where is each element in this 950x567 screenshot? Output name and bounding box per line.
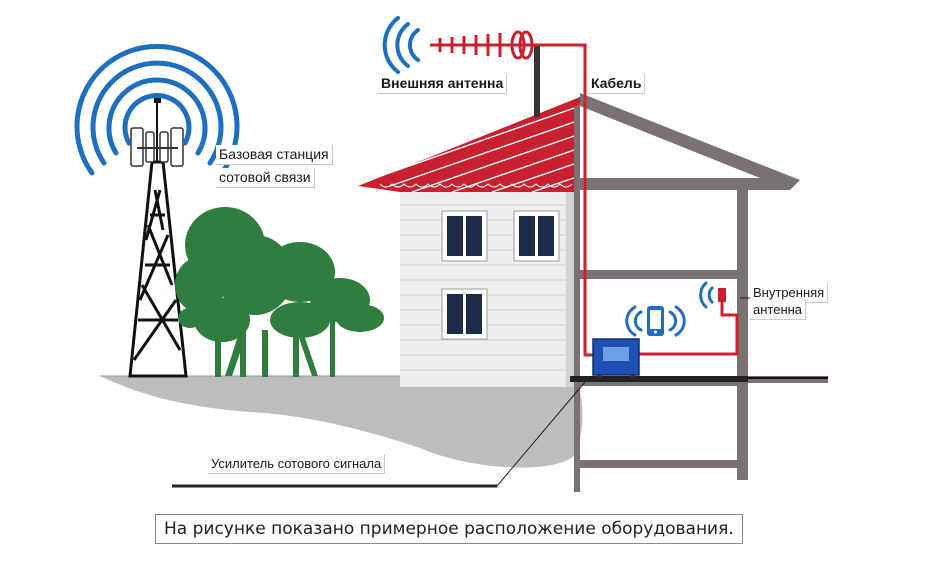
- internal-antenna-label-line1: Внутренняя: [750, 283, 829, 303]
- window-bottom-left: [441, 288, 488, 340]
- base-station-label-line1: Базовая станция: [216, 145, 333, 165]
- amplifier-leader-line: [496, 381, 586, 487]
- amplifier-label: Усилитель сотового сигнала: [208, 454, 386, 474]
- base-station-signal-waves: [74, 43, 240, 176]
- external-antenna: [430, 30, 540, 60]
- trees: [175, 207, 384, 377]
- cable: [540, 43, 598, 357]
- external-antenna-signal-waves: [382, 16, 420, 74]
- tower-top-marker: [154, 96, 161, 103]
- antenna-mast: [534, 45, 540, 117]
- internal-antenna-label-line2: антенна: [750, 300, 807, 320]
- internal-antenna: [718, 288, 726, 302]
- phone-icon: [647, 306, 664, 336]
- window-top-left: [441, 210, 488, 262]
- house-right-wall-shade: [566, 190, 576, 387]
- internal-antenna-signal-waves: [699, 281, 714, 309]
- floor-slab: [570, 376, 748, 382]
- ground: [100, 376, 583, 468]
- amplifier-device: [592, 338, 640, 378]
- phone-signal-waves: [625, 305, 686, 337]
- roof-tile-scallops: [379, 183, 573, 188]
- caption: На рисунке показано примерное расположен…: [155, 514, 743, 544]
- house-cross-section: [574, 93, 828, 492]
- roof-tile-rows: [374, 105, 581, 193]
- base-station-tower: [128, 100, 188, 378]
- base-station-label-line2: сотовой связи: [216, 168, 315, 188]
- cable-label: Кабель: [588, 74, 646, 94]
- cable-to-internal-antenna: [636, 300, 739, 356]
- window-top-right: [513, 210, 560, 262]
- external-antenna-label: Внешняя антенна: [378, 74, 508, 94]
